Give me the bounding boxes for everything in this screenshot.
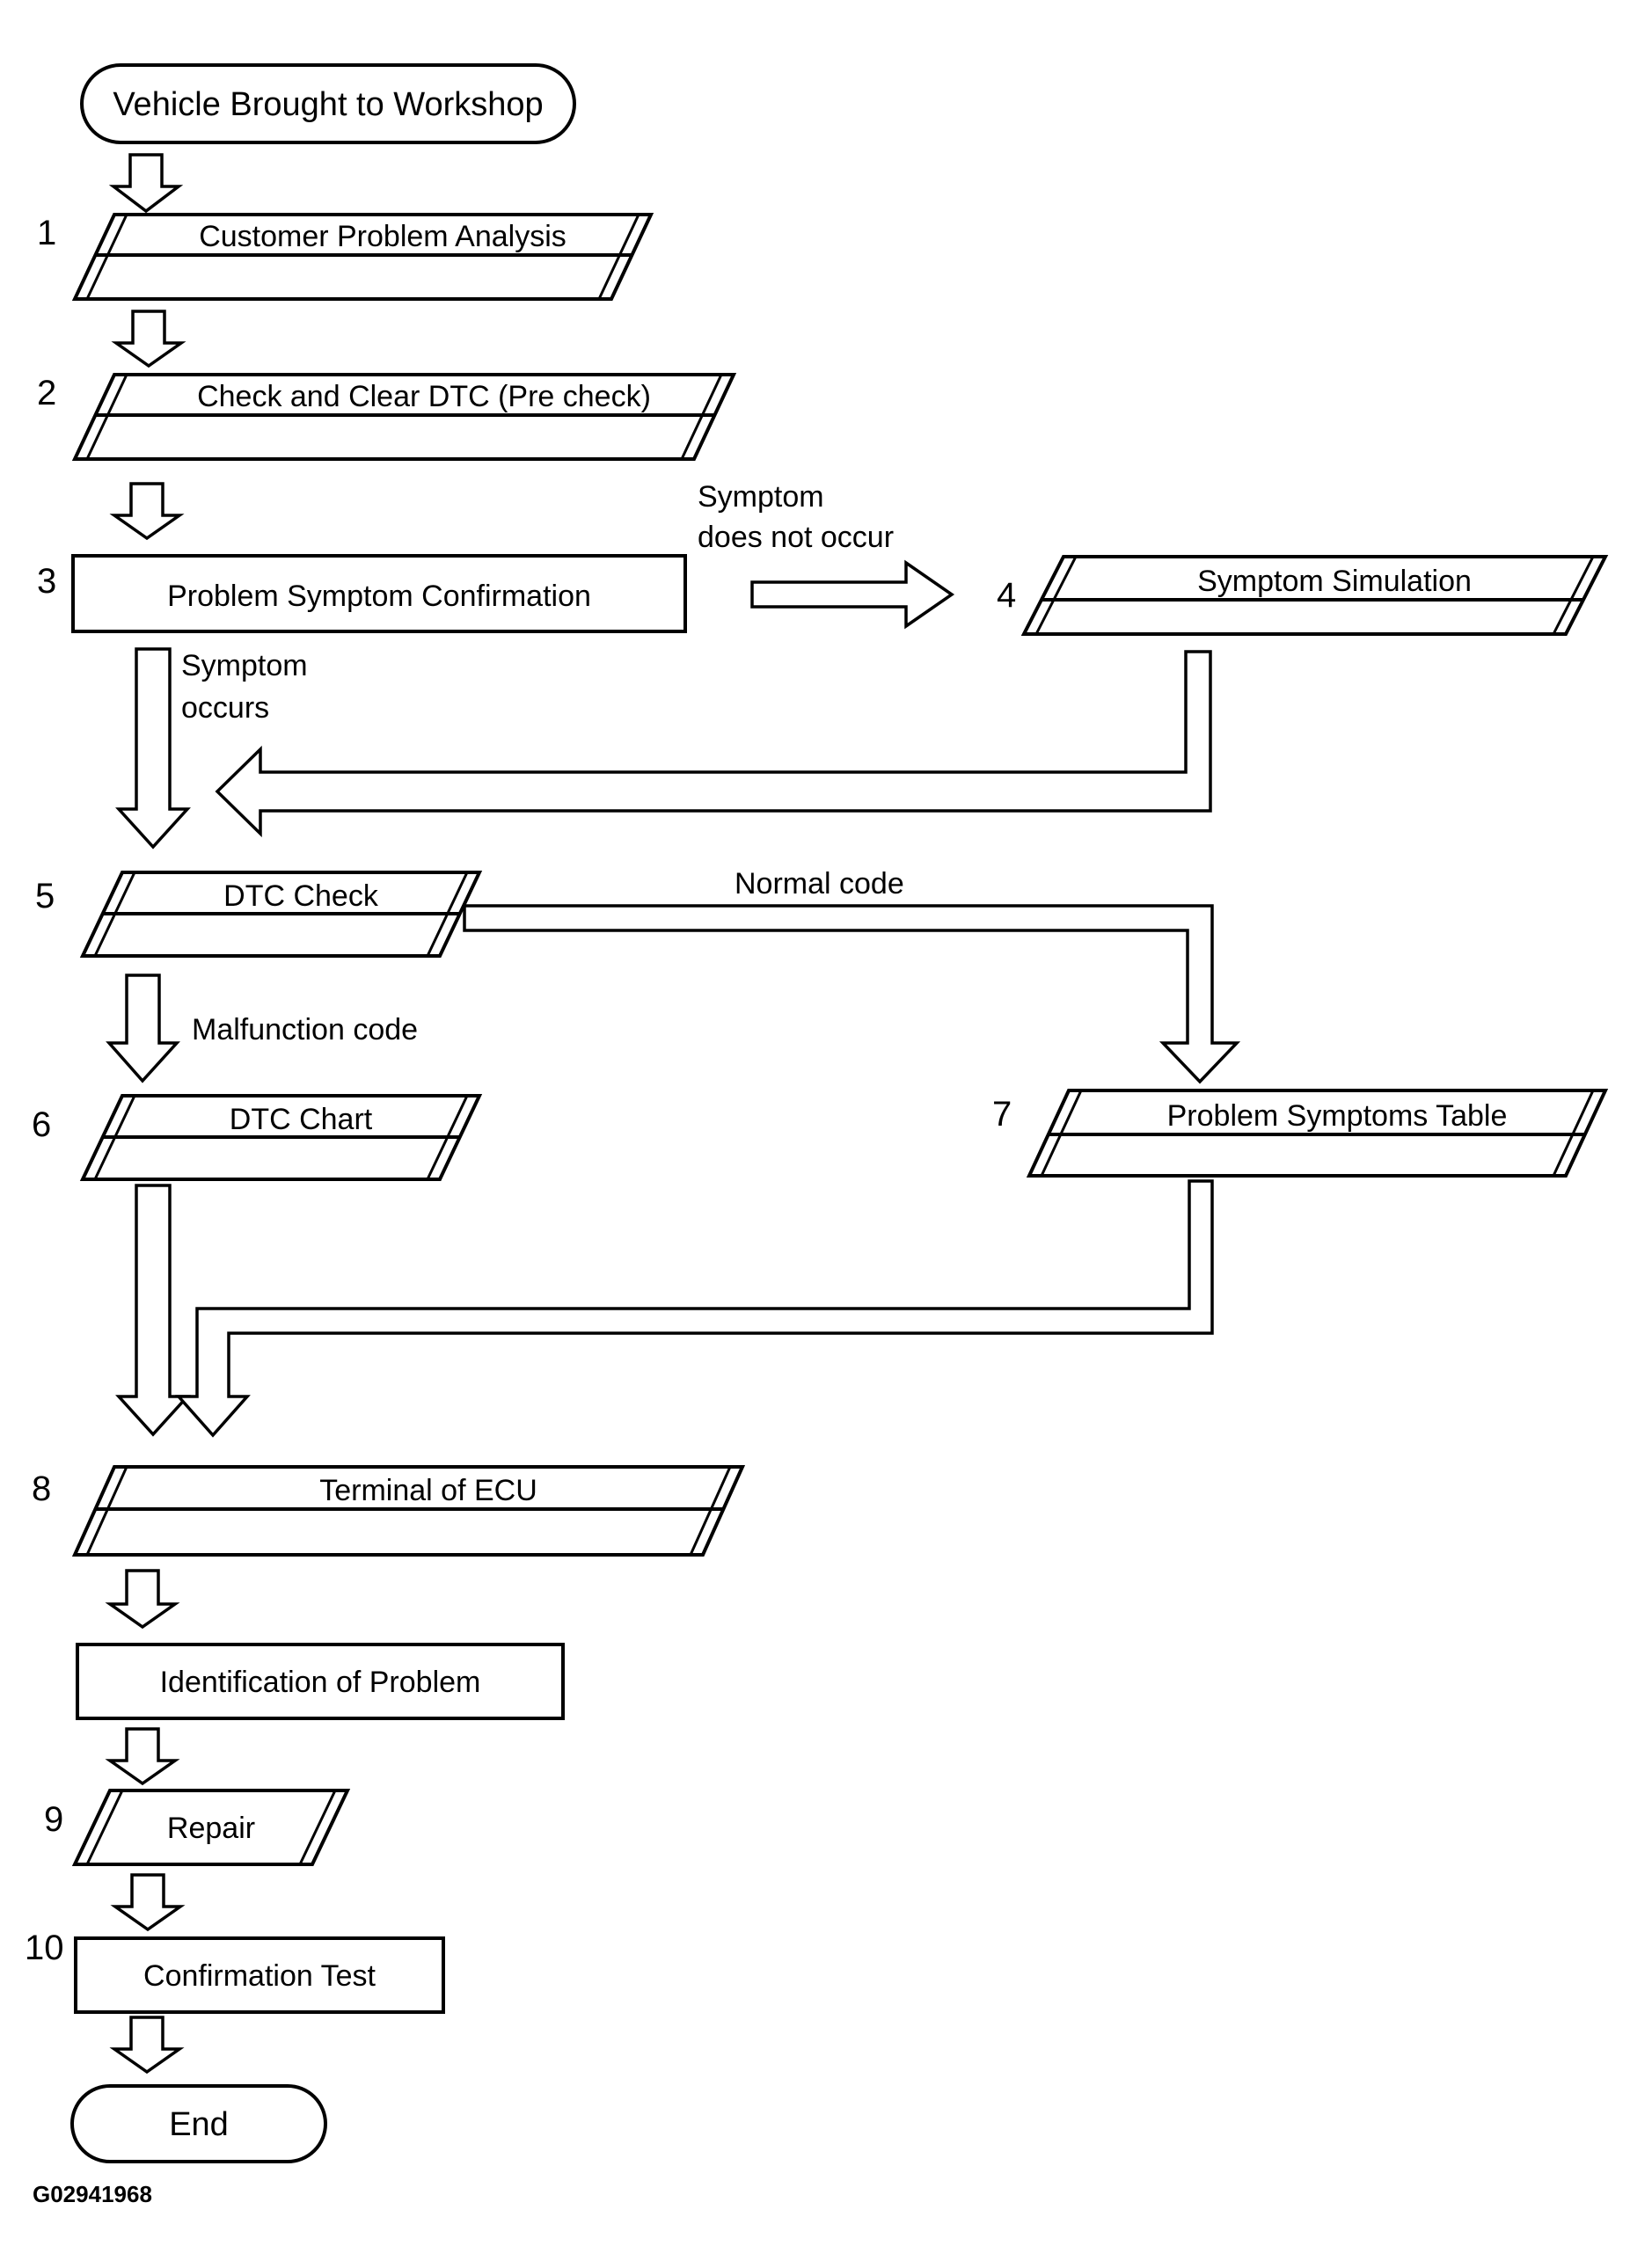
step-4-number: 4 [997, 576, 1016, 615]
down-arrow-3-to-5-icon [115, 647, 191, 850]
start-terminator-shape [80, 63, 576, 144]
identification-label: Identification of Problem [160, 1666, 481, 1699]
step-3: 3 Problem Symptom Confirmation [37, 554, 687, 633]
edge-label-symptom-occurs-line2: occurs [181, 691, 269, 725]
down-arrow-2-to-3-icon [109, 482, 185, 541]
start-terminator: Vehicle Brought to Workshop [80, 63, 576, 144]
step-9-label: Repair [167, 1812, 255, 1845]
step-7-label: Problem Symptoms Table [1167, 1099, 1508, 1133]
step-3-label: Problem Symptom Confirmation [167, 580, 591, 613]
step-6-label: DTC Chart [230, 1103, 373, 1136]
step-3-shape [71, 554, 687, 633]
step-10-label: Confirmation Test [143, 1959, 376, 1993]
start-terminator-label: Vehicle Brought to Workshop [113, 86, 543, 123]
step-9-shape [71, 1789, 351, 1866]
down-arrow-identification-to-9-icon [105, 1727, 180, 1786]
edge-label-symptom-occurs: Symptom occurs [181, 649, 308, 725]
step-4: 4 Symptom Simulation [997, 555, 1609, 636]
figure-code: G02941968 [33, 2181, 152, 2207]
step-4-shape [1020, 555, 1609, 636]
step-9-left-edge-line [85, 1790, 124, 1865]
step-5: 5 DTC Check [35, 871, 483, 958]
end-terminator: End [70, 2084, 327, 2163]
step-9-number: 9 [44, 1800, 63, 1839]
step-4-label: Symptom Simulation [1197, 565, 1472, 598]
down-arrow-10-to-end-icon [109, 2016, 185, 2075]
step-5-number: 5 [35, 877, 55, 915]
edge-label-malfunction-code: Malfunction code [192, 1013, 418, 1046]
step-1-label: Customer Problem Analysis [199, 220, 566, 253]
down-arrow-5-to-6-icon [106, 974, 180, 1083]
elbow-arrow-4-return-icon [215, 650, 1212, 838]
edge-label-symptom-does-not-occur-line2: does not occur [698, 521, 894, 554]
step-1-number: 1 [37, 214, 56, 252]
identification-process: Identification of Problem [76, 1643, 565, 1720]
edge-label-symptom-occurs-line1: Symptom [181, 649, 308, 682]
end-terminator-label: End [169, 2106, 229, 2143]
step-4-right-edge-line [1552, 556, 1595, 635]
step-2: 2 Check and Clear DTC (Pre check) [37, 373, 737, 461]
step-10: 10 Confirmation Test [25, 1929, 445, 2014]
step-10-number: 10 [25, 1929, 64, 1967]
step-8-number: 8 [32, 1469, 51, 1508]
end-terminator-shape [70, 2084, 327, 2163]
edge-label-normal-code: Normal code [735, 867, 904, 901]
step-8: 8 Terminal of ECU [32, 1465, 746, 1557]
step-6-number: 6 [32, 1105, 51, 1144]
step-4-left-edge-line [1034, 556, 1078, 635]
step-2-number: 2 [37, 374, 56, 412]
step-9-right-edge-line [298, 1790, 337, 1865]
step-9: 9 Repair [44, 1789, 351, 1866]
step-7: 7 Problem Symptoms Table [992, 1089, 1609, 1178]
right-arrow-3-to-4-icon [750, 559, 955, 630]
down-arrow-1-to-2-icon [111, 310, 186, 368]
elbow-arrow-7-to-8-icon [175, 1179, 1214, 1438]
identification-shape [76, 1643, 565, 1720]
edge-label-symptom-does-not-occur-line1: Symptom [698, 480, 824, 514]
step-7-number: 7 [992, 1095, 1012, 1134]
down-arrow-9-to-10-icon [110, 1873, 186, 1932]
edge-label-symptom-does-not-occur: Symptom does not occur [698, 480, 894, 554]
down-arrow-start-to-1-icon [108, 153, 184, 214]
elbow-arrow-5-to-7-icon [463, 904, 1241, 1084]
step-6: 6 DTC Chart [32, 1094, 483, 1181]
step-8-label: Terminal of ECU [319, 1474, 537, 1507]
step-1: 1 Customer Problem Analysis [37, 213, 654, 301]
step-3-number: 3 [37, 562, 56, 601]
down-arrow-8-to-identification-icon [105, 1569, 180, 1630]
step-10-shape [74, 1936, 445, 2014]
down-arrow-6-to-8-icon [115, 1184, 191, 1437]
step-5-label: DTC Check [223, 879, 379, 913]
step-2-label: Check and Clear DTC (Pre check) [197, 380, 651, 413]
